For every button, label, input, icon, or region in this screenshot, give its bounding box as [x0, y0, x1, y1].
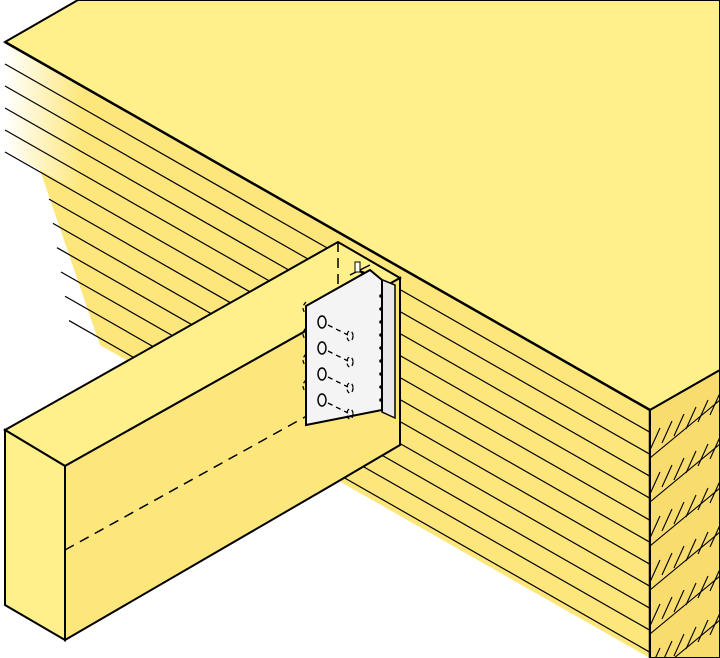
hatch-line	[661, 596, 673, 620]
lamella-line	[650, 531, 720, 591]
flange-hole	[379, 398, 383, 402]
flange-hole	[379, 294, 383, 298]
hatch-line	[697, 443, 709, 467]
hole-hidden	[302, 327, 307, 341]
flange-hole	[379, 359, 383, 363]
hatch-line	[685, 494, 697, 518]
hatch-line	[685, 582, 697, 606]
lamella-line	[650, 575, 720, 635]
lamella-line	[650, 443, 720, 503]
hatch-line	[709, 568, 720, 592]
hole-hidden	[302, 301, 307, 315]
hatch-line	[673, 413, 685, 437]
hatch-line	[650, 559, 661, 583]
hole-hidden	[346, 408, 354, 420]
hatch-line	[709, 392, 720, 416]
flange-hole	[379, 333, 383, 337]
hole-hidden	[302, 379, 307, 393]
lamella-line	[650, 399, 720, 459]
hatch-line	[661, 640, 673, 658]
lamella-line	[650, 619, 720, 658]
fastener-dashed	[327, 350, 349, 362]
main-beam-end-face	[649, 368, 720, 658]
hatch-line	[685, 406, 697, 430]
flange-hole	[379, 385, 383, 389]
hatch-line	[661, 508, 673, 532]
hatch-line	[661, 420, 673, 444]
concealed-hanger-connector	[302, 261, 396, 427]
hatch-line	[685, 626, 697, 650]
hole	[317, 367, 327, 381]
hole	[317, 341, 327, 355]
hole-hidden	[302, 353, 307, 367]
hatch-line	[709, 436, 720, 460]
hatch-line	[661, 464, 673, 488]
hole	[317, 315, 327, 329]
hatch-line	[709, 524, 720, 548]
hatch-line	[650, 427, 661, 451]
hatch-line	[709, 612, 720, 636]
flange-hole	[379, 346, 383, 350]
hatch-line	[673, 545, 685, 569]
hatch-line	[685, 538, 697, 562]
flange-hole	[379, 372, 383, 376]
hole	[317, 393, 327, 407]
fastener-dashed	[327, 402, 349, 414]
hatch-line	[661, 552, 673, 576]
hatch-line	[697, 531, 709, 555]
hole-hidden	[346, 356, 354, 368]
hatch-line	[697, 619, 709, 643]
hatch-line	[673, 633, 685, 657]
hatch-line	[673, 589, 685, 613]
hatch-line	[685, 450, 697, 474]
hatch-line	[697, 575, 709, 599]
hanger-plate	[305, 268, 383, 427]
flange-hole	[379, 307, 383, 311]
joist-end-face	[4, 428, 66, 642]
hatch-line	[650, 515, 661, 539]
hatch-line	[673, 457, 685, 481]
end-grain-hatching	[650, 392, 720, 658]
hatch-line	[650, 647, 661, 658]
hole-hidden	[346, 330, 354, 342]
fastener-dashed	[327, 324, 349, 336]
hatch-line	[650, 603, 661, 627]
fastener-holes	[302, 294, 383, 420]
hatch-line	[697, 399, 709, 423]
lamella-line	[650, 487, 720, 547]
fastener-dashed	[327, 376, 349, 388]
hatch-line	[697, 487, 709, 511]
hole-hidden	[346, 382, 354, 394]
hatch-line	[673, 501, 685, 525]
hatch-line	[709, 480, 720, 504]
flange-hole	[379, 320, 383, 324]
hatch-line	[650, 471, 661, 495]
